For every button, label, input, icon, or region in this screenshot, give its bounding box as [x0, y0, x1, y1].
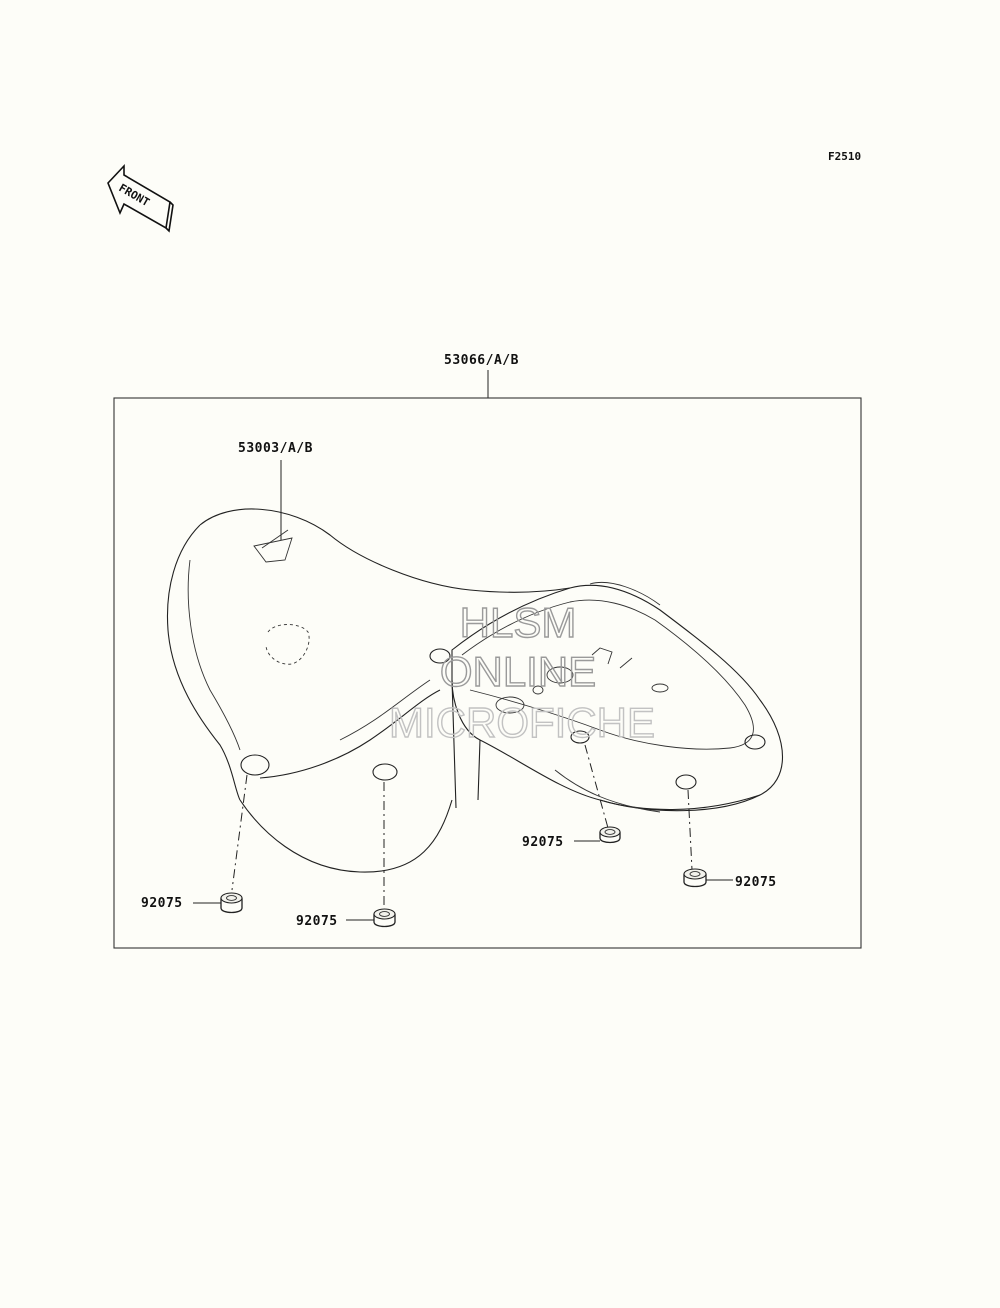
grommet-4-label: 92075 [735, 875, 777, 890]
grommet-4 [683, 868, 707, 888]
watermark-line-2: ONLINE [440, 648, 596, 695]
assembly-frame [113, 397, 862, 949]
front-arrow-icon: FRONT [107, 163, 174, 233]
grommet-1-label: 92075 [141, 896, 183, 911]
grommet-4-centerline [687, 789, 693, 871]
watermark: HLSM ONLINE MICROFICHE [388, 598, 655, 746]
seat-drawing [166, 508, 784, 873]
watermark-line-3: MICROFICHE [389, 699, 655, 746]
grommet-2 [373, 908, 396, 928]
grommet-1-centerline [231, 774, 248, 891]
watermark-line-1: HLSM [460, 599, 577, 646]
grommet-3-centerline [584, 744, 609, 829]
figure-code: F2510 [828, 150, 861, 163]
grommet-2-label: 92075 [296, 914, 338, 929]
seat-part-label: 53003/A/B [238, 441, 313, 456]
grommet-1 [220, 892, 243, 914]
grommet-3 [599, 826, 621, 844]
assembly-part-label: 53066/A/B [444, 353, 519, 368]
grommet-3-label: 92075 [522, 835, 564, 850]
